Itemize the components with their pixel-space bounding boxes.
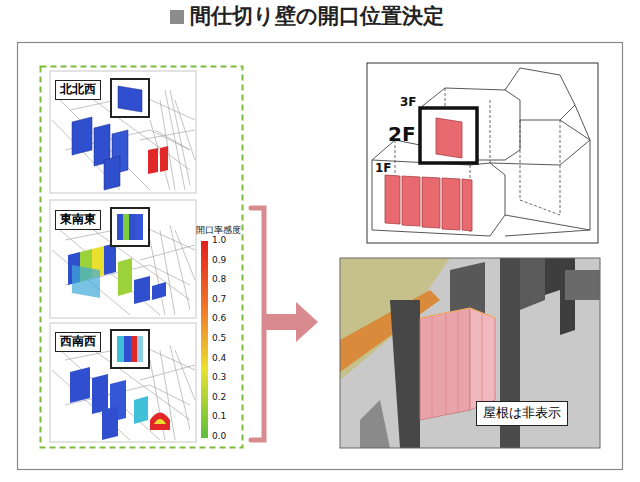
illustration-shape [520, 258, 545, 310]
scale-value: 0.5 [212, 334, 226, 343]
main-frame [18, 43, 623, 470]
illustration-shape [72, 117, 92, 155]
scale-value: 0.9 [212, 256, 226, 265]
panel-east [50, 200, 196, 318]
note-box: 屋根は非表示 [476, 401, 568, 426]
illustration-shape [360, 400, 390, 448]
illustration-shape [505, 105, 590, 236]
scale-value: 0.3 [212, 373, 226, 382]
title: 間仕切り壁の開口位置決定 [190, 6, 444, 27]
illustration-shape [420, 308, 495, 318]
illustration-shape [117, 214, 123, 240]
render-view [340, 258, 600, 448]
illustration-shape [402, 176, 420, 226]
direction-label: 北北西 [55, 80, 101, 100]
illustration-shape [505, 215, 590, 230]
scale-value: 0.7 [212, 295, 226, 304]
illustration-shape [462, 179, 472, 231]
panel-west [50, 323, 196, 442]
illustration-shape [160, 146, 168, 172]
bracket-arrow [251, 208, 264, 440]
illustration-shape [395, 88, 560, 232]
scale-value: 0.0 [212, 432, 226, 441]
floor-label: 1F [375, 162, 392, 174]
illustration-shape [422, 177, 440, 228]
illustration-shape [470, 308, 495, 410]
illustration-shape [395, 88, 560, 232]
illustration-shape [134, 396, 148, 424]
illustration-shape [131, 336, 137, 362]
illustration-shape [104, 156, 120, 190]
illustration-shape [420, 308, 470, 420]
illustration-shape [135, 214, 143, 240]
box-text: 東南東 [60, 213, 96, 227]
illustration-shape [340, 258, 600, 448]
illustration-shape [150, 413, 170, 431]
illustration-shape [50, 323, 196, 442]
illustration-shape [123, 214, 129, 240]
illustration-shape [111, 79, 149, 117]
illustration-shape [104, 243, 116, 275]
illustration-shape [367, 63, 598, 243]
illustration-shape [118, 258, 132, 296]
illustration-shape [565, 270, 600, 300]
illustration-shape [111, 208, 149, 246]
illustration-shape [72, 265, 100, 298]
panel-north [50, 71, 196, 193]
illustration-shape [111, 330, 149, 368]
color-bar [201, 241, 208, 438]
floor-label: 3F [400, 96, 417, 108]
illustration-shape [134, 276, 150, 304]
direction-label: 東南東 [55, 210, 101, 230]
illustration-shape [148, 148, 158, 174]
illustration-shape [50, 200, 196, 318]
house-diagram [367, 63, 598, 243]
illustration-shape [340, 258, 600, 448]
illustration-shape [70, 367, 90, 403]
illustration-shape [251, 208, 264, 440]
illustration-shape [372, 68, 590, 236]
illustration-shape [137, 336, 143, 362]
illustration-shape [152, 282, 166, 300]
illustration-shape [118, 86, 142, 112]
group-frame [41, 67, 243, 448]
scale-value: 1.0 [212, 236, 226, 245]
illustration-shape [390, 300, 420, 448]
illustration-shape [505, 68, 575, 120]
illustration-shape [92, 374, 108, 414]
illustration-shape [490, 140, 590, 165]
scale-value: 0.6 [212, 314, 226, 323]
result-arrow [266, 302, 318, 342]
illustration-shape [117, 336, 124, 362]
illustration-shape [154, 419, 166, 424]
legend-title: 開口率感度 [196, 226, 241, 235]
direction-label: 西南西 [55, 332, 101, 352]
illustration-shape [124, 336, 131, 362]
illustration-shape [420, 108, 477, 163]
floor-label: 2F [388, 124, 416, 144]
scale-value: 0.4 [212, 354, 226, 363]
scale-value: 0.8 [212, 275, 226, 284]
scale-value: 0.2 [212, 393, 226, 402]
box-text: 屋根は非表示 [483, 406, 561, 421]
illustration-shape [436, 118, 462, 158]
illustration-shape [50, 71, 196, 193]
illustration-shape [129, 214, 135, 240]
illustration-shape [442, 178, 460, 230]
box-text: 西南西 [60, 335, 96, 349]
title-square [170, 10, 184, 24]
illustration-shape [102, 406, 118, 440]
box-text: 北北西 [60, 83, 96, 97]
illustration-shape [385, 175, 400, 224]
illustration-shape [420, 88, 520, 160]
illustration-shape [432, 311, 482, 418]
illustration-shape [385, 118, 472, 231]
scale-value: 0.1 [212, 412, 226, 421]
